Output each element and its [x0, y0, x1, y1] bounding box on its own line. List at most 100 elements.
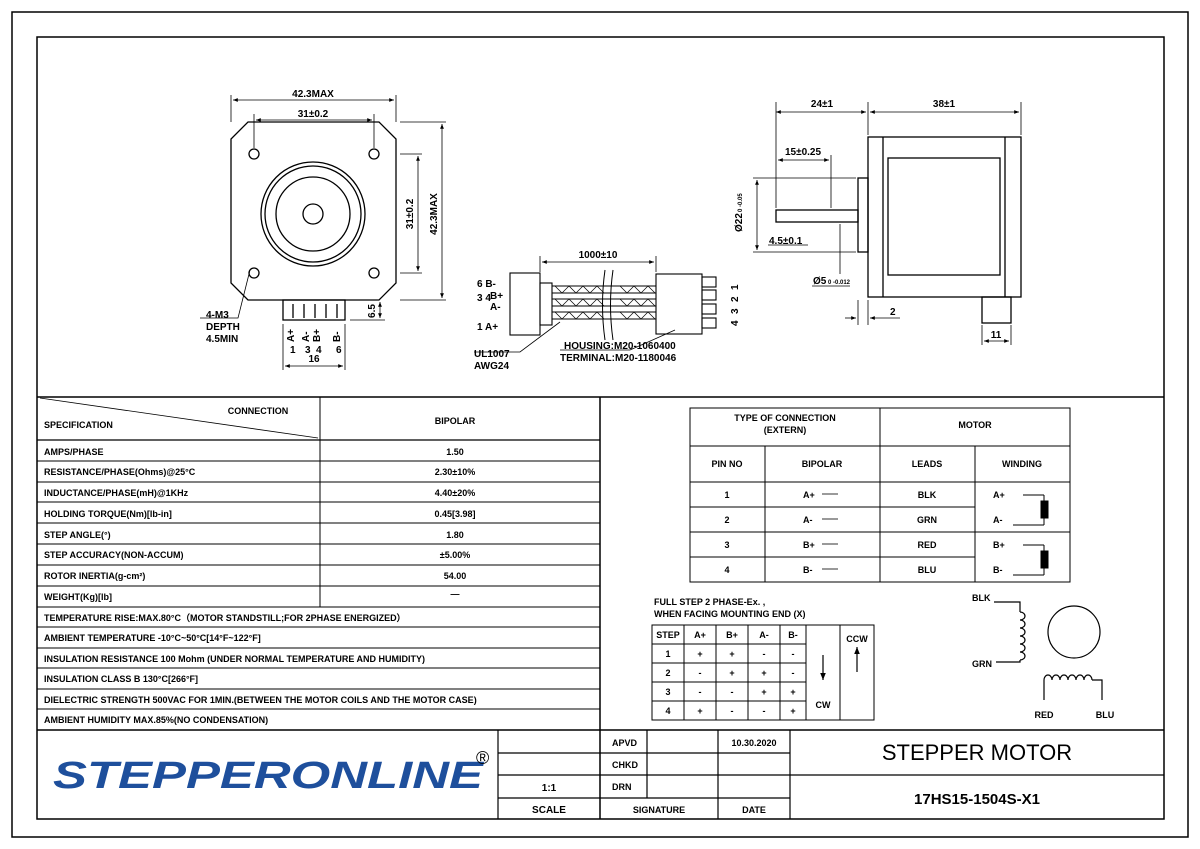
- conn-bipolar: A+: [803, 490, 815, 500]
- step-header: B-: [788, 630, 798, 640]
- screw-note-1: 4-M3: [206, 310, 229, 321]
- dim-boss-tol: 0 -0.05: [738, 193, 744, 212]
- wire-note-2: AWG24: [474, 361, 509, 372]
- conn-winding: B+: [993, 540, 1005, 550]
- screw-note-2: DEPTH: [206, 322, 240, 333]
- spec-note: INSULATION RESISTANCE 100 Mohm (UNDER NO…: [44, 654, 425, 664]
- step-cell: +: [729, 668, 734, 678]
- dim-connector-width: 16: [308, 354, 320, 365]
- conn-winding: A+: [993, 490, 1005, 500]
- step-cell: -: [731, 687, 734, 697]
- wire-blk-label: BLK: [972, 593, 991, 603]
- step-cell: -: [699, 668, 702, 678]
- step-cell: -: [699, 687, 702, 697]
- brand-logo: STEPPERONLINE: [53, 755, 485, 797]
- step-cell: 1: [665, 649, 670, 659]
- spec-header-connection: CONNECTION: [228, 406, 289, 416]
- step-cell: +: [697, 649, 702, 659]
- spec-row-value: 1.80: [446, 530, 464, 540]
- spec-row-name: INDUCTANCE/PHASE(mH)@1KHz: [44, 488, 189, 498]
- spec-row-value: 0.45[3.98]: [434, 509, 475, 519]
- drawing-title: STEPPER MOTOR: [882, 740, 1072, 765]
- wire-note-1: UL1007: [474, 349, 510, 360]
- dim-flat-depth: 4.5±0.1: [769, 236, 803, 247]
- step-header: A+: [694, 630, 706, 640]
- step-cell: 2: [665, 668, 670, 678]
- step-cell: -: [792, 649, 795, 659]
- spec-note: DIELECTRIC STRENGTH 500VAC FOR 1MIN.(BET…: [44, 695, 477, 705]
- wire-red-label: RED: [1034, 710, 1054, 720]
- pin-num-3: 4: [316, 345, 322, 356]
- cable-right-num-2: 2: [730, 296, 741, 302]
- pin-num-2: 3: [305, 345, 311, 356]
- title-block: STEPPERONLINE ® 1:1 SCALE APVD CHKD DRN …: [53, 738, 1072, 816]
- side-view: [753, 102, 1022, 345]
- spec-row-value: —: [451, 589, 460, 599]
- pin-num-1: 1: [290, 345, 296, 356]
- cable-right-num-3: 3: [730, 308, 741, 314]
- spec-header-bipolar: BIPOLAR: [435, 416, 476, 426]
- cable-left-label-5: 1 A+: [477, 322, 498, 333]
- step-cell: +: [761, 687, 766, 697]
- front-view: [200, 95, 446, 370]
- step-table: FULL STEP 2 PHASE-Ex. , WHEN FACING MOUN…: [654, 597, 868, 716]
- spec-row-name: HOLDING TORQUE(Nm)[lb-in]: [44, 509, 172, 519]
- connection-table: TYPE OF CONNECTION (EXTERN) MOTOR PIN NO…: [711, 413, 1042, 575]
- conn-col-leads: LEADS: [912, 459, 943, 469]
- spec-row-value: 4.40±20%: [435, 488, 475, 498]
- date-value: 10.30.2020: [731, 738, 776, 748]
- spec-note: AMBIENT HUMIDITY MAX.85%(NO CONDENSATION…: [44, 715, 268, 725]
- wiring-labels: BLK GRN RED BLU: [972, 593, 1114, 720]
- pin-label-2: A-: [301, 331, 312, 342]
- step-cell: -: [792, 668, 795, 678]
- cable-left-label-2: 3 4: [477, 293, 491, 304]
- wire-grn-label: GRN: [972, 659, 992, 669]
- spec-row-name: WEIGHT(Kg)[lb]: [44, 592, 112, 602]
- spec-note: TEMPERATURE RISE:MAX.80°C（MOTOR STANDSTI…: [44, 613, 406, 623]
- conn-winding: B-: [993, 565, 1003, 575]
- conn-type-header: TYPE OF CONNECTION: [734, 413, 836, 423]
- cable-length: 1000±10: [579, 250, 618, 261]
- conn-col-bipolar: BIPOLAR: [802, 459, 843, 469]
- wire-blu-label: BLU: [1096, 710, 1115, 720]
- cable-labels: 1000±10 6 B- 3 4 B+ A- 1 A+ 1 2 3 4 UL10…: [474, 250, 741, 372]
- wiring-diagram: [994, 601, 1103, 700]
- step-header: B+: [726, 630, 738, 640]
- step-cell: +: [790, 687, 795, 697]
- step-table-grid: [651, 624, 875, 721]
- conn-col-winding: WINDING: [1002, 459, 1042, 469]
- step-cell: 4: [665, 706, 670, 716]
- step-cell: -: [763, 649, 766, 659]
- outer-frame: [11, 11, 1189, 838]
- conn-lead: BLK: [918, 490, 937, 500]
- table-grid: [37, 396, 1164, 819]
- conn-lead: BLU: [918, 565, 937, 575]
- spec-row-value: 2.30±10%: [435, 467, 475, 477]
- step-cell: +: [790, 706, 795, 716]
- conn-type-sub: (EXTERN): [764, 425, 807, 435]
- dim-shaft-tol: 0 -0.012: [828, 280, 851, 286]
- step-title-1: FULL STEP 2 PHASE-Ex. ,: [654, 597, 765, 607]
- conn-pin: 1: [724, 490, 729, 500]
- step-cell: +: [729, 649, 734, 659]
- cable-right-num-1: 1: [730, 284, 741, 290]
- terminal-note: TERMINAL:M20-1180046: [560, 353, 677, 364]
- step-ccw-label: CCW: [846, 634, 868, 644]
- conn-motor-header: MOTOR: [958, 420, 992, 430]
- step-title-2: WHEN FACING MOUNTING END (X): [654, 609, 806, 619]
- conn-lead: GRN: [917, 515, 937, 525]
- cable-left-label-4: A-: [490, 302, 501, 313]
- spec-row-name: RESISTANCE/PHASE(Ohms)@25°C: [44, 467, 196, 477]
- step-cell: 3: [665, 687, 670, 697]
- conn-pin: 4: [724, 565, 729, 575]
- step-cell: -: [731, 706, 734, 716]
- screw-note-3: 4.5MIN: [206, 334, 238, 345]
- conn-pin: 3: [724, 540, 729, 550]
- conn-bipolar: A-: [803, 515, 813, 525]
- spec-note: INSULATION CLASS B 130°C[266°F]: [44, 674, 198, 684]
- connection-table-grid: [689, 407, 1071, 583]
- signature-label: SIGNATURE: [633, 805, 685, 815]
- dim-body-length: 38±1: [933, 99, 956, 110]
- spec-row-name: AMPS/PHASE: [44, 447, 104, 457]
- pin-label-4: B-: [332, 331, 343, 342]
